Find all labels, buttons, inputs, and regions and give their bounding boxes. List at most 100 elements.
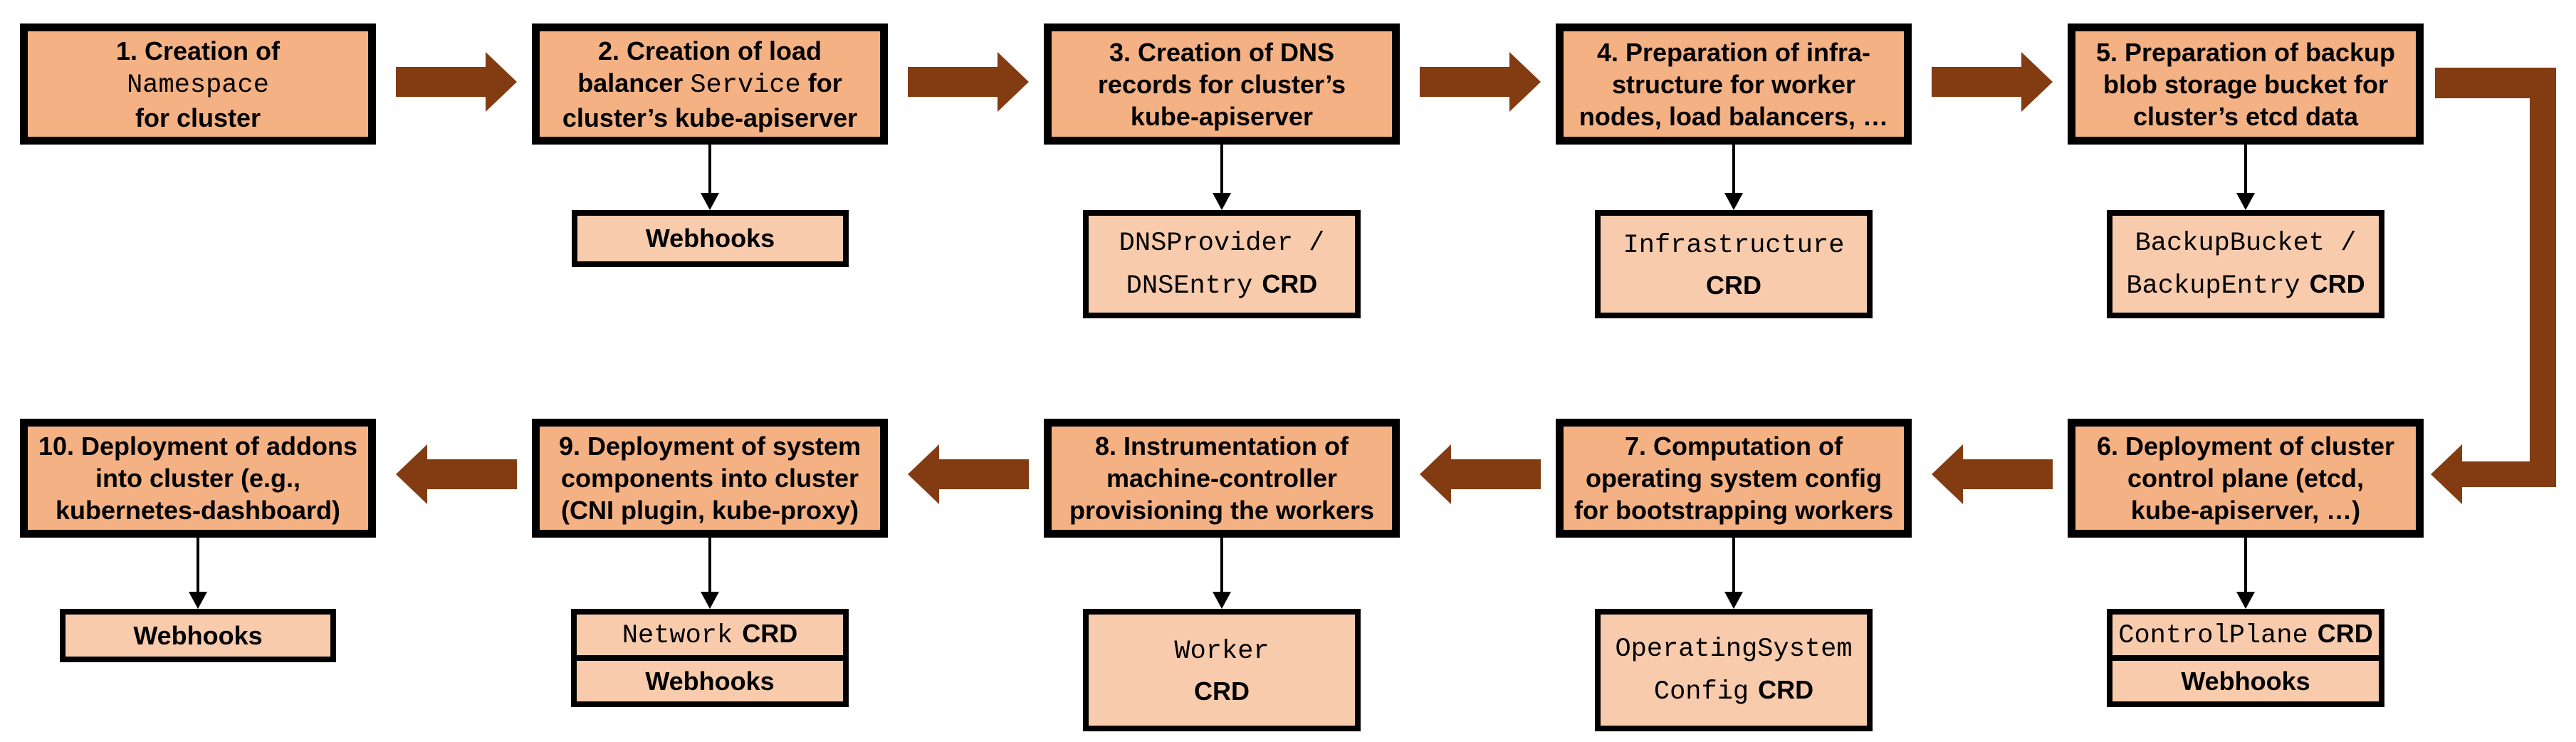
text-segment: Config xyxy=(1653,677,1749,707)
sub-text-line: CRD xyxy=(1706,271,1761,300)
step-4-crd-box: Infrastructure CRD xyxy=(1595,210,1873,318)
text-segment: CRD xyxy=(2309,269,2365,298)
sub-text-line: Webhooks xyxy=(646,224,775,253)
step-text-line: components into cluster xyxy=(561,462,859,494)
step-10-webhooks-box: Webhooks xyxy=(60,609,336,662)
step-text-line: (CNI plugin, kube-proxy) xyxy=(561,494,859,526)
text-segment: cluster’s kube-apiserver xyxy=(562,103,858,132)
step-text-line: 7. Computation of xyxy=(1625,430,1843,462)
text-segment: ControlPlane xyxy=(2118,620,2308,651)
sub-text-line: Worker xyxy=(1174,634,1269,667)
step-5-box: 5. Preparation of backup blob storage bu… xyxy=(2068,23,2424,145)
text-segment: nodes, load balancers, … xyxy=(1578,101,1889,131)
flow-arrow-5-6-elbow-shaft xyxy=(2462,461,2533,487)
step-text-line: balancer Service for xyxy=(577,67,842,102)
connector-line-step-8 xyxy=(1220,538,1223,593)
text-segment: 1. Creation of xyxy=(115,36,281,66)
sub-text-line: Webhooks xyxy=(645,667,774,696)
text-segment: records for cluster’s xyxy=(1097,69,1346,99)
arrow-shaft xyxy=(908,67,998,97)
text-segment: CRD xyxy=(1758,675,1814,704)
text-segment: kube-apiserver xyxy=(1130,101,1314,131)
text-segment: Service xyxy=(690,70,801,100)
text-segment: OperatingSystem xyxy=(1615,634,1853,665)
flow-arrow-1-2 xyxy=(396,52,517,112)
sub-text-line: Webhooks xyxy=(2181,667,2310,696)
arrow-shaft xyxy=(1420,67,1509,97)
sub-text-line: ControlPlane CRD xyxy=(2118,619,2372,652)
text-segment: for bootstrapping workers xyxy=(1574,496,1894,525)
step-text-line: 5. Preparation of backup xyxy=(2096,36,2395,68)
step-text-line: blob storage bucket for xyxy=(2103,68,2388,100)
text-segment: CRD xyxy=(742,618,798,648)
text-segment: machine-controller xyxy=(1106,464,1338,493)
text-segment: structure for worker xyxy=(1611,69,1856,99)
text-segment: 2. Creation of load xyxy=(597,36,822,66)
connector-line-step-6 xyxy=(2244,538,2247,593)
step-8-crd-box: Worker CRD xyxy=(1083,609,1361,731)
text-segment: CRD xyxy=(2317,618,2373,648)
step-1-box: 1. Creation of Namespace for cluster xyxy=(20,23,376,145)
step-7-crd-box: OperatingSystem Config CRD xyxy=(1595,609,1873,731)
text-segment: control plane (etcd, xyxy=(2127,464,2365,493)
text-segment: kubernetes-dashboard) xyxy=(55,496,341,525)
text-segment: Webhooks xyxy=(645,224,775,254)
text-segment: Worker xyxy=(1174,636,1269,667)
text-segment: Network xyxy=(622,620,733,651)
text-segment: Webhooks xyxy=(2181,666,2310,696)
sub-text-line: BackupEntry CRD xyxy=(2126,269,2365,302)
text-segment: (CNI plugin, kube-proxy) xyxy=(561,496,859,525)
step-text-line: kube-apiserver xyxy=(1131,100,1313,132)
step-text-line: cluster’s kube-apiserver xyxy=(562,102,857,134)
sub-text-line: Infrastructure xyxy=(1623,229,1845,261)
sub-text-line: Webhooks xyxy=(133,621,262,650)
text-segment: DNSEntry xyxy=(1126,271,1253,301)
text-segment: 7. Computation of xyxy=(1625,432,1843,461)
step-2-webhooks-box: Webhooks xyxy=(572,210,849,267)
text-segment: Infrastructure xyxy=(1623,230,1845,261)
sub-text-line: Config CRD xyxy=(1654,675,1813,708)
flow-arrow-7-8 xyxy=(1420,444,1541,504)
text-segment: Webhooks xyxy=(133,620,263,650)
text-segment: 6. Deployment of cluster xyxy=(2096,432,2395,461)
flow-arrow-8-9 xyxy=(908,444,1029,504)
flow-arrow-5-6-head-left-icon xyxy=(2431,444,2462,504)
step-text-line: kube-apiserver, …) xyxy=(2131,494,2360,526)
step-text-line: cluster’s etcd data xyxy=(2133,100,2358,132)
flow-arrow-2-3 xyxy=(908,52,1029,112)
sub-text-line: Network CRD xyxy=(622,619,797,652)
text-segment: 3. Creation of DNS xyxy=(1109,37,1335,67)
step-3-box: 3. Creation of DNS records for cluster’s… xyxy=(1044,23,1400,145)
step-2-box: 2. Creation of load balancer Service for… xyxy=(532,23,888,145)
step-text-line: structure for worker xyxy=(1612,68,1855,100)
step-8-box: 8. Instrumentation of machine-controller… xyxy=(1044,419,1400,538)
arrow-shaft xyxy=(1963,459,2053,489)
step-6-box: 6. Deployment of cluster control plane (… xyxy=(2068,419,2424,538)
step-text-line: provisioning the workers xyxy=(1069,494,1374,526)
step-9-webhooks-box: Webhooks xyxy=(571,655,849,707)
text-segment: balancer xyxy=(577,68,691,98)
text-segment: 9. Deployment of system xyxy=(558,432,862,461)
connector-line-step-7 xyxy=(1732,538,1735,593)
step-text-line: operating system config xyxy=(1586,462,1882,494)
arrow-head-right-icon xyxy=(486,52,517,112)
sub-text-line: DNSProvider / xyxy=(1119,226,1325,259)
step-text-line: nodes, load balancers, … xyxy=(1579,100,1888,132)
text-segment: Webhooks xyxy=(645,666,775,696)
text-segment: BackupEntry xyxy=(2126,271,2300,301)
step-text-line: control plane (etcd, xyxy=(2127,462,2364,494)
step-text-line: machine-controller xyxy=(1106,462,1337,494)
step-text-line: 4. Preparation of infra- xyxy=(1597,36,1870,68)
text-segment: operating system config xyxy=(1585,464,1883,493)
step-text-line: 3. Creation of DNS xyxy=(1109,36,1334,68)
step-text-line: into cluster (e.g., xyxy=(95,462,300,494)
text-segment: into cluster (e.g., xyxy=(95,464,301,493)
step-text-line: 6. Deployment of cluster xyxy=(2097,430,2394,462)
connector-line-step-3 xyxy=(1220,145,1223,194)
sub-text-line: OperatingSystem xyxy=(1615,632,1852,665)
text-segment: CRD xyxy=(1194,676,1250,706)
text-segment: 5. Preparation of backup xyxy=(2095,37,2396,67)
text-segment: 4. Preparation of infra- xyxy=(1596,37,1871,67)
